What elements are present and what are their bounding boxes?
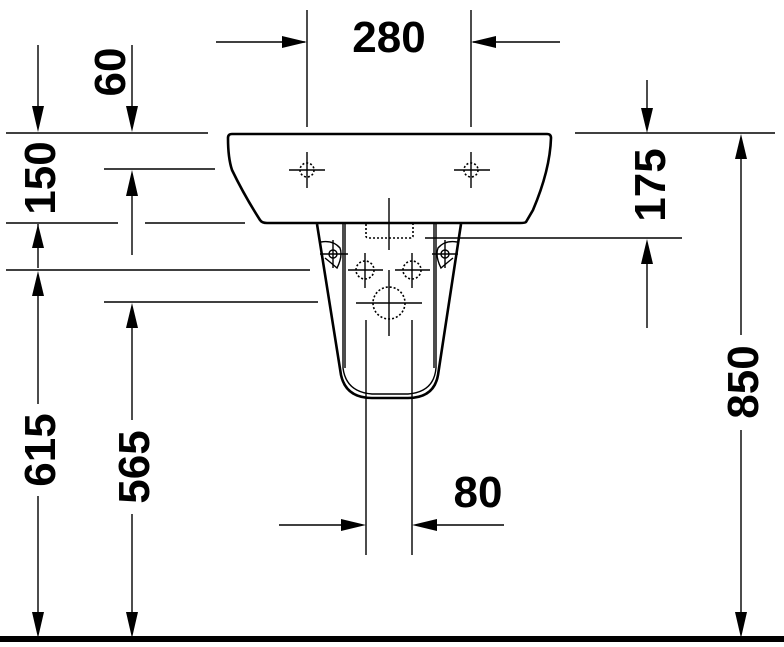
waste-connection — [356, 286, 422, 320]
dim-label-565: 565 — [110, 430, 159, 503]
fixing-bracket-left — [320, 240, 348, 270]
dimension-150: 150 — [16, 141, 138, 268]
dimension-80: 80 — [279, 468, 504, 531]
dim-label-280: 280 — [352, 13, 425, 62]
dim-label-615: 615 — [16, 413, 65, 486]
fixing-bracket-right — [432, 240, 458, 270]
dimension-60: 60 — [32, 45, 138, 132]
semi-pedestal — [315, 198, 463, 400]
supply-connection-left — [348, 253, 383, 288]
dim-label-175: 175 — [626, 148, 675, 221]
washbasin — [226, 132, 553, 225]
waste-pipe — [365, 320, 413, 555]
dim-label-80: 80 — [454, 468, 503, 517]
tap-hole-right — [454, 152, 490, 188]
dimension-615: 615 — [16, 271, 65, 638]
dimension-280: 280 — [216, 10, 560, 127]
tap-hole-left — [289, 152, 325, 188]
supply-connection-right — [395, 253, 430, 288]
dimension-850: 850 — [719, 134, 768, 638]
floor-line — [0, 636, 784, 642]
dim-label-60: 60 — [86, 48, 135, 97]
dim-label-850: 850 — [719, 345, 768, 418]
dim-label-150: 150 — [16, 141, 65, 214]
dimension-565: 565 — [110, 303, 159, 638]
dimension-175: 175 — [626, 80, 675, 328]
